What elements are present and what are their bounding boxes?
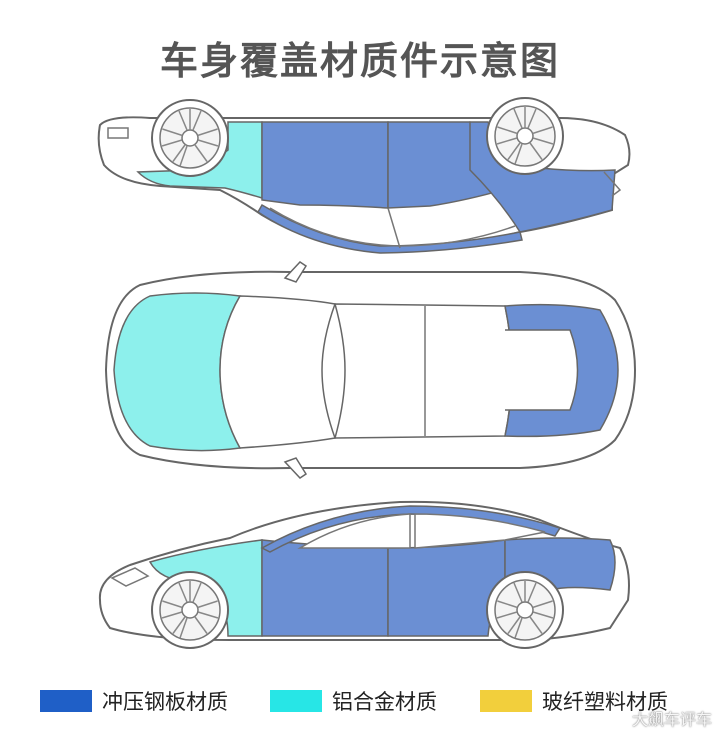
bottom-view-roof-rail: [260, 505, 562, 553]
legend-label-fiberglass: 玻纤塑料材质: [542, 690, 668, 714]
legend-label-stamped-steel: 冲压钢板材质: [102, 690, 228, 714]
legend-item-fiberglass: 玻纤塑料材质: [480, 686, 668, 716]
legend-swatch-fiberglass: [480, 690, 532, 712]
legend-swatch-stamped-steel: [40, 690, 92, 712]
bottom-side-view: [98, 500, 630, 649]
top-view-front-door: [261, 121, 389, 209]
legend: 冲压钢板材质 铝合金材质 玻纤塑料材质: [0, 686, 720, 716]
page-title: 车身覆盖材质件示意图: [159, 39, 560, 83]
legend-item-stamped-steel: 冲压钢板材质: [40, 686, 228, 716]
top-side-view: [97, 97, 631, 254]
watermark: 大飙车评车: [631, 710, 712, 729]
legend-label-aluminum: 铝合金材质: [332, 690, 437, 714]
legend-item-aluminum: 铝合金材质: [270, 686, 437, 716]
legend-swatch-aluminum: [270, 690, 322, 712]
bottom-view-front-door: [261, 539, 389, 637]
roof-view: [104, 261, 637, 479]
bottom-view-rear-door: [387, 539, 506, 637]
